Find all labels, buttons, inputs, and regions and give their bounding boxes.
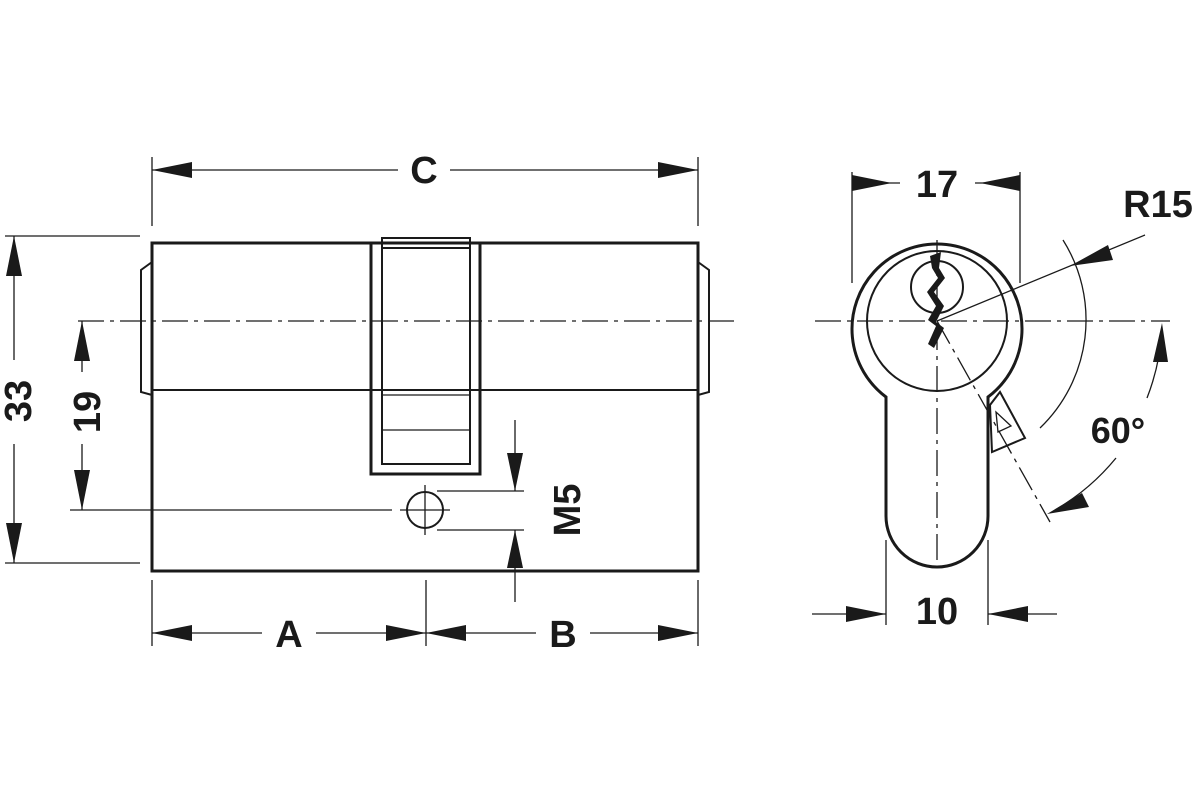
- dim-a-arrow-left: [152, 625, 192, 641]
- dim-c-arrow-left: [152, 162, 192, 178]
- dim-a-label: A: [275, 614, 302, 656]
- dim-60-arrow-top: [1153, 323, 1168, 362]
- dim-c-label: C: [410, 150, 437, 192]
- dim-r15-leader: [936, 234, 1146, 322]
- cam-slot-inner: [381, 237, 471, 465]
- cam-tab-inner: [995, 410, 1013, 433]
- dim-33-arrow-top: [6, 236, 22, 276]
- left-plug-face: [140, 261, 153, 396]
- keyway-zigzag: [927, 252, 945, 348]
- dim-60-arrow-bottom: [1047, 493, 1089, 514]
- dim-60-arc-upper: [1039, 239, 1087, 429]
- dim-a-arrow-right: [386, 625, 426, 641]
- dim-33-label: 33: [0, 380, 40, 422]
- dim-10-arrow-right: [988, 606, 1028, 622]
- dim-r15-label: R15: [1123, 184, 1193, 226]
- right-plug-face: [697, 261, 710, 396]
- dim-19-label: 19: [67, 391, 109, 433]
- cam-angle-line: [936, 320, 1051, 523]
- dim-c-arrow-right: [658, 162, 698, 178]
- side-view: C 33 19 M5 A B: [0, 150, 738, 656]
- cylinder-body-outline: [150, 241, 700, 573]
- dim-b-arrow-right: [658, 625, 698, 641]
- dim-m5-arrow-bottom: [507, 530, 523, 568]
- dim-10-label: 10: [916, 591, 958, 633]
- dim-m5-arrow-top: [507, 453, 523, 491]
- dim-19-arrow-bottom: [74, 470, 90, 510]
- cam-slot-outer: [369, 243, 482, 476]
- dim-b-arrow-left: [426, 625, 466, 641]
- dim-m5-label: M5: [547, 484, 589, 537]
- dim-b-label: B: [549, 614, 576, 656]
- dim-17-arrow-right: [980, 175, 1020, 191]
- dim-19-arrow-top: [74, 321, 90, 361]
- dim-60-label: 60°: [1091, 410, 1145, 451]
- dim-17-label: 17: [916, 164, 958, 206]
- cam-tab: [988, 390, 1027, 454]
- dim-33-arrow-bottom: [6, 523, 22, 563]
- dim-17-arrow-left: [852, 175, 892, 191]
- profile-outer-outline: [850, 242, 1024, 569]
- dim-10-arrow-left: [846, 606, 886, 622]
- front-view: 17 R15 60° 10: [812, 164, 1193, 633]
- dim-r15-arrow: [1070, 245, 1113, 266]
